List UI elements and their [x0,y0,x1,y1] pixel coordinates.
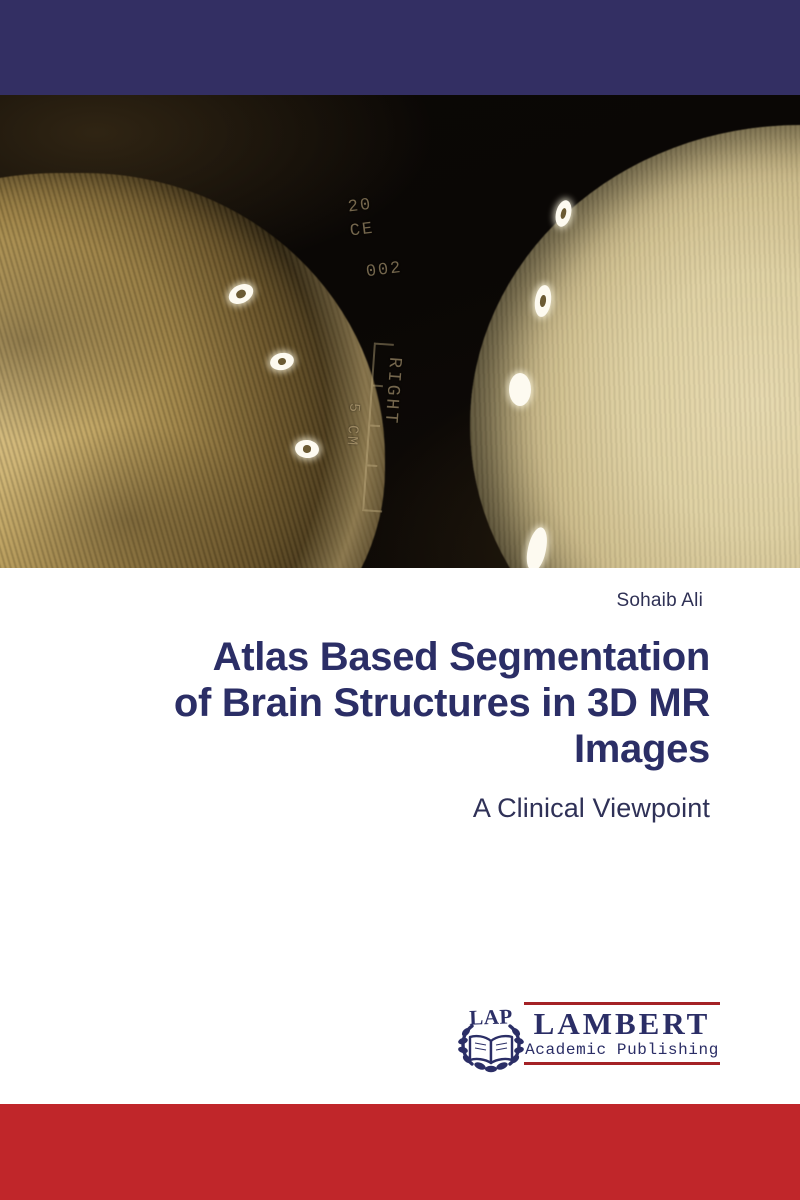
wordmark-rule-top [524,1002,720,1005]
cover-artwork: 20 CE 002 RIGHT 5 CM [0,95,800,568]
title-line-3: Images [573,727,710,771]
scan-overlay-scale-label: 5 CM [342,402,363,448]
wordmark-rule-bottom [524,1062,720,1065]
lap-emblem-icon: LAP [455,1004,527,1076]
author-name: Sohaib Ali [616,590,703,611]
open-book-icon [468,1034,514,1065]
subtitle: A Clinical Viewpoint [472,793,710,823]
page-title: Atlas Based Segmentation of Brain Struct… [50,634,710,772]
title-line-1: Atlas Based Segmentation [212,635,711,679]
publisher-name: LAMBERT [533,1006,711,1041]
scan-overlay-line2: CE [348,219,376,242]
bottom-red-band [0,1104,800,1200]
scan-overlay-line1: 20 [346,195,374,218]
fiducial-marker [509,373,531,406]
top-navy-band [0,0,800,95]
title-line-2: of Brain Structures in 3D MR [173,681,710,725]
publisher-wordmark: LAMBERT Academic Publishing [524,1002,720,1065]
publisher-logo: LAP LAMBERT Academic Publishing [455,1000,720,1080]
lap-emblem-label: LAP [468,1004,514,1030]
publisher-tagline: Academic Publishing [525,1041,719,1059]
